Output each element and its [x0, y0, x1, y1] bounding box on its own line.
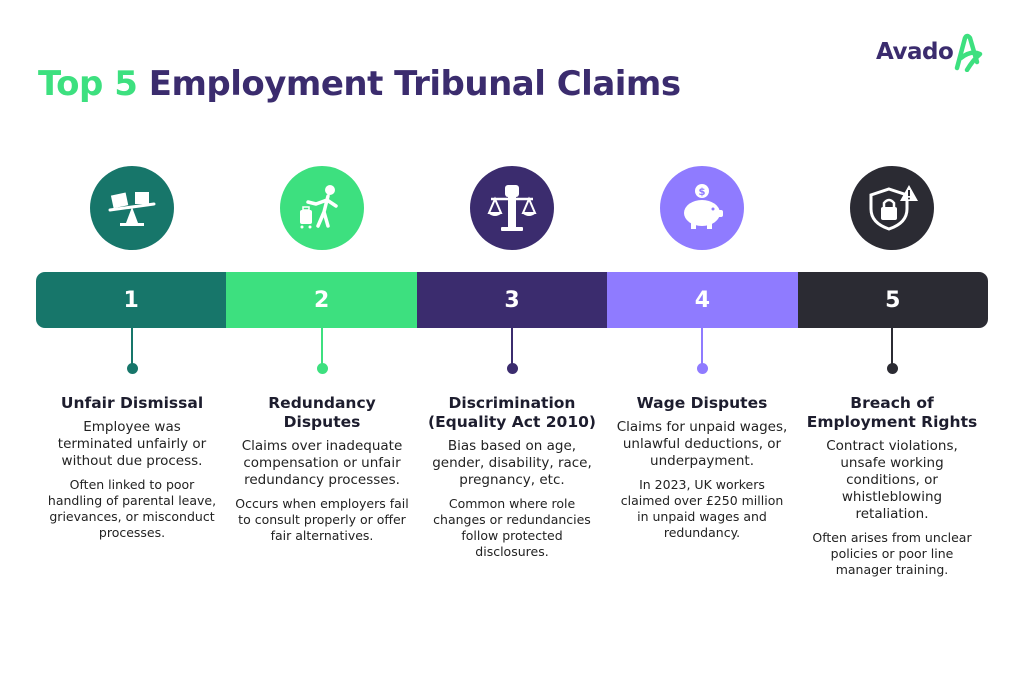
claim-note: Occurs when employers fail to consult pr…: [235, 496, 409, 543]
connector-line-1: [131, 328, 133, 364]
claim-note: Often linked to poor handling of parenta…: [47, 477, 217, 540]
step-number-3: 3: [416, 272, 608, 328]
scale-balance-icon: [90, 166, 174, 250]
step-number-1: 1: [36, 272, 227, 328]
claim-heading: Wage Disputes: [636, 394, 768, 412]
claim-column-1: Unfair Dismissal Employee was terminated…: [44, 394, 220, 541]
claim-description: Claims over inadequate compensation or u…: [241, 438, 403, 488]
steps-bar: 1 2 3 4 5: [36, 272, 988, 328]
claim-heading: Discrimination (Equality Act 2010): [427, 394, 596, 431]
person-leaving-icon: [280, 166, 364, 250]
claim-note: Often arises from unclear policies or po…: [812, 530, 972, 577]
logo-mark-icon: [955, 33, 983, 72]
step-number-4: 4: [607, 272, 798, 328]
connector-dot-5: [886, 363, 898, 374]
connector-dot-3: [506, 363, 518, 374]
connector-dot-2: [316, 363, 328, 374]
step-number-2: 2: [226, 272, 417, 328]
claim-column-2: Redundancy Disputes Claims over inadequa…: [234, 394, 410, 544]
claim-description: Bias based on age, gender, disability, r…: [432, 438, 592, 488]
connector-line-5: [891, 328, 893, 364]
claim-column-3: Discrimination (Equality Act 2010) Bias …: [424, 394, 600, 560]
claim-description: Claims for unpaid wages, unlawful deduct…: [616, 419, 788, 469]
claim-column-5: Breach of Employment Rights Contract vio…: [804, 394, 980, 578]
claim-heading: Redundancy Disputes: [268, 394, 376, 431]
piggy-bank-icon: $: [660, 166, 744, 250]
connector-line-2: [321, 328, 323, 364]
shield-lock-warning-icon: [850, 166, 934, 250]
claim-note: In 2023, UK workers claimed over £250 mi…: [620, 477, 784, 540]
justice-scales-icon: [470, 166, 554, 250]
title-main: Employment Tribunal Claims: [148, 64, 681, 104]
connector-dot-4: [696, 363, 708, 374]
claim-description: Contract violations, unsafe working cond…: [826, 438, 958, 522]
connector-line-4: [701, 328, 703, 364]
title-accent: Top 5: [38, 64, 138, 104]
claim-note: Common where role changes or redundancie…: [433, 496, 591, 559]
claim-column-4: Wage Disputes Claims for unpaid wages, u…: [614, 394, 790, 541]
claim-heading: Breach of Employment Rights: [806, 394, 978, 431]
claim-heading: Unfair Dismissal: [60, 394, 204, 412]
connector-dot-1: [126, 363, 138, 374]
logo-text: Avado: [876, 39, 954, 65]
connector-line-3: [511, 328, 513, 364]
claim-description: Employee was terminated unfairly or with…: [57, 419, 207, 469]
svg-text:$: $: [699, 187, 706, 198]
avado-logo: Avado: [876, 30, 988, 74]
step-number-5: 5: [797, 272, 988, 328]
page-title: Top 5 Employment Tribunal Claims: [38, 64, 681, 104]
